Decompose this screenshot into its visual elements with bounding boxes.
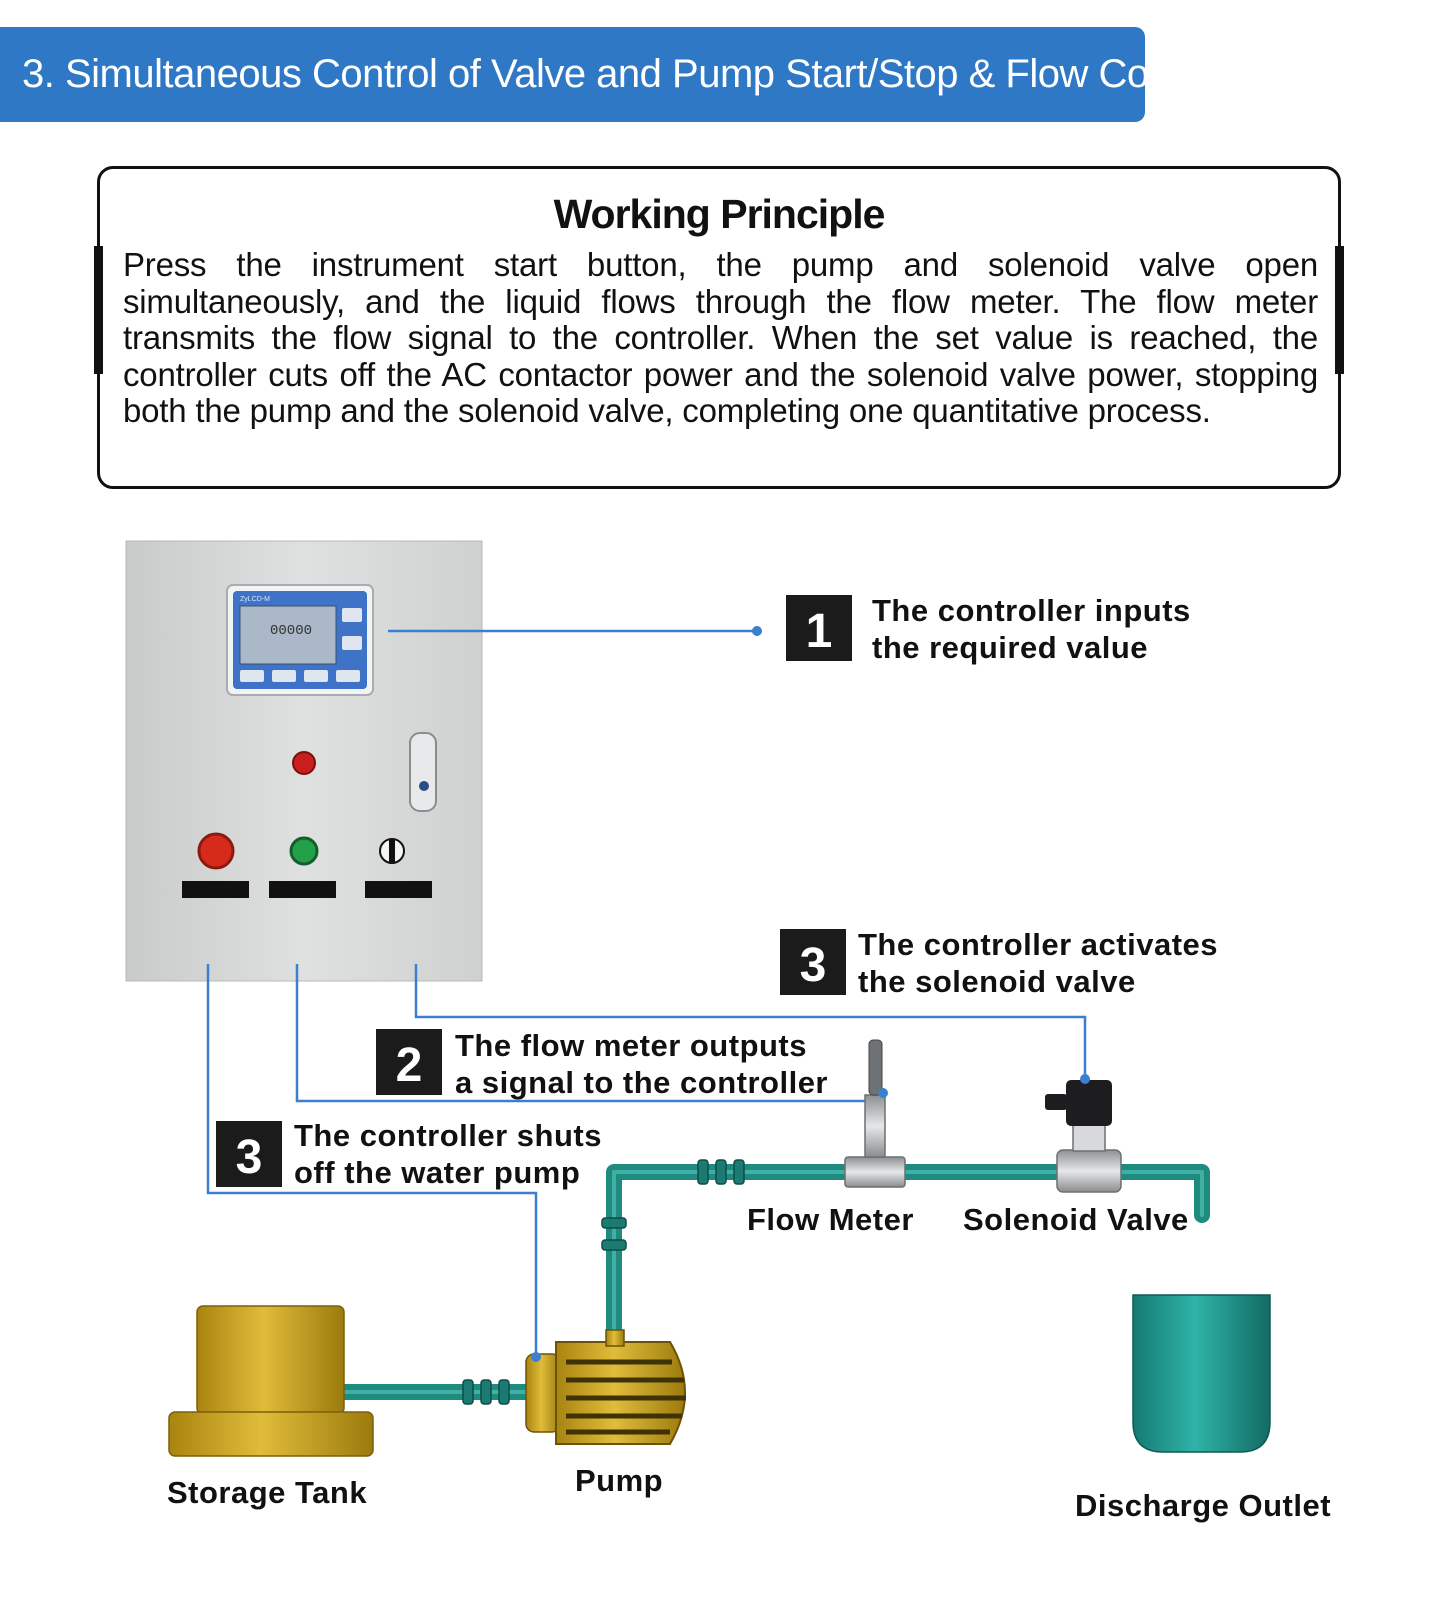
start-button[interactable]: [289, 836, 319, 866]
flow-meter-signal-dot: [878, 1088, 888, 1098]
door-handle[interactable]: [409, 732, 437, 812]
button-label-plate-1: [182, 881, 249, 898]
step-number: 3: [236, 1131, 263, 1184]
flow-meter: [844, 1039, 906, 1188]
wire-end-dot: [752, 626, 762, 636]
lcd-reading: 00000: [270, 623, 312, 639]
step-number-badge: [376, 1029, 442, 1095]
solenoid-valve-label: Solenoid Valve: [963, 1202, 1189, 1237]
step-1: 1 The controller inputs the required val…: [786, 593, 1191, 665]
principle-text: Press the instrument start button, the p…: [123, 246, 1318, 429]
right-bracket-mark: [1335, 246, 1344, 374]
flow-controller-display: ZyLCD-M 00000: [226, 584, 374, 696]
step-number: 2: [396, 1039, 423, 1092]
wire-solenoid-valve: [414, 964, 1087, 1078]
step-number-badge: [216, 1121, 282, 1187]
controller-key-1[interactable]: [240, 670, 264, 682]
step-number-badge: [786, 595, 852, 661]
pipework: [335, 1164, 1210, 1400]
selector-switch[interactable]: [379, 838, 405, 864]
pump-signal-dot: [531, 1352, 541, 1362]
controller-key-3[interactable]: [304, 670, 328, 682]
display-brand: ZyLCD-M: [240, 596, 270, 603]
controller-key-4[interactable]: [336, 670, 360, 682]
pump: [525, 1329, 686, 1445]
step-number: 1: [806, 605, 833, 658]
left-bracket-mark: [94, 246, 103, 374]
button-label-plate-2: [269, 881, 336, 898]
solenoid-valve: [1045, 1074, 1122, 1193]
controller-key-2[interactable]: [272, 670, 296, 682]
step-label-line1: The controller activates: [858, 927, 1218, 962]
step-label-line1: The controller shuts: [294, 1118, 602, 1153]
step-3-solenoid: 3 The controller activates the solenoid …: [780, 927, 1218, 999]
controller-side-key-2[interactable]: [342, 636, 362, 650]
step-label-line1: The flow meter outputs: [455, 1028, 807, 1063]
working-principle-box: Working Principle Press the instrument s…: [94, 166, 1344, 489]
step-label-line2: the solenoid valve: [858, 964, 1136, 999]
section-title-banner: 3. Simultaneous Control of Valve and Pum…: [0, 27, 1224, 122]
stop-button[interactable]: [197, 832, 235, 870]
step-3-pump: 3 The controller shuts off the water pum…: [216, 1118, 602, 1190]
button-label-plate-3: [365, 881, 432, 898]
step-number-badge: [780, 929, 846, 995]
storage-tank-label: Storage Tank: [167, 1475, 367, 1510]
step-label-line2: a signal to the controller: [455, 1065, 828, 1100]
section-title: 3. Simultaneous Control of Valve and Pum…: [22, 52, 1224, 96]
step-label-line2: the required value: [872, 630, 1148, 665]
principle-heading: Working Principle: [553, 191, 886, 237]
pipe-fittings: [462, 1159, 745, 1405]
lcd-screen: [239, 605, 337, 665]
step-2-flow-meter: 2 The flow meter outputs a signal to the…: [376, 1028, 828, 1100]
control-cabinet: ZyLCD-M 00000: [125, 540, 483, 982]
discharge-outlet-label: Discharge Outlet: [1075, 1488, 1331, 1523]
controller-side-key-1[interactable]: [342, 608, 362, 622]
discharge-outlet: [1132, 1294, 1271, 1453]
step-label-line2: off the water pump: [294, 1155, 580, 1190]
flow-meter-label: Flow Meter: [747, 1202, 914, 1237]
valve-signal-dot: [1080, 1074, 1090, 1084]
pump-label: Pump: [575, 1463, 663, 1498]
indicator-lamp: [292, 751, 316, 775]
storage-tank: [168, 1305, 374, 1457]
step-label-line1: The controller inputs: [872, 593, 1191, 628]
step-number: 3: [800, 939, 827, 992]
wire-pump: [206, 964, 538, 1355]
